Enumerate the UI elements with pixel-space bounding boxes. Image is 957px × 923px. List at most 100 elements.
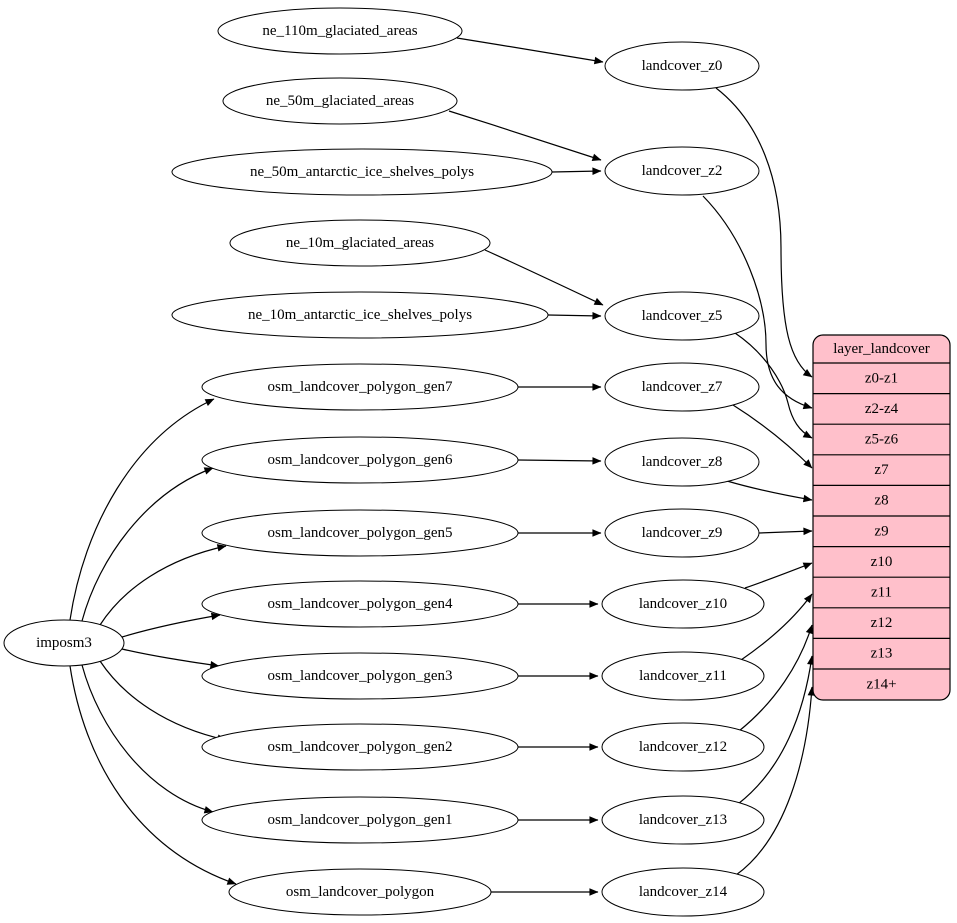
landcover_z8-ellipse: [604, 437, 760, 487]
edge-landcover_z11-to-layer_landcover:z11: [740, 593, 813, 661]
landcover_z5-label: landcover_z5: [642, 308, 723, 324]
edge-ne_10m_antarctic_ice_shelves_polys-to-landcover_z5: [547, 312, 602, 320]
layer_landcover-header-label: layer_landcover: [833, 341, 930, 357]
layer_landcover-row-z10-label: z10: [871, 554, 893, 570]
node-landcover_z9: landcover_z9: [604, 508, 760, 558]
edge-landcover_z12-to-layer_landcover:z12: [738, 624, 814, 732]
node-landcover_z11: landcover_z11: [601, 651, 765, 701]
node-landcover_z0: landcover_z0: [604, 41, 760, 91]
ne_10m_antarctic_ice_shelves_polys-ellipse: [171, 291, 549, 339]
landcover_z11-ellipse: [601, 651, 765, 701]
landcover_z8-label: landcover_z8: [642, 454, 723, 470]
imposm3-ellipse: [3, 619, 125, 667]
edge-ne_110m_glaciated_areas-to-landcover_z0: [456, 37, 604, 65]
landcover_z2-ellipse: [604, 146, 760, 196]
osm_landcover_polygon_gen5-label: osm_landcover_polygon_gen5: [268, 525, 453, 541]
node-osm_landcover_polygon_gen5: osm_landcover_polygon_gen5: [201, 509, 519, 557]
ne_10m_glaciated_areas-ellipse: [229, 219, 491, 267]
osm_landcover_polygon_gen7-label: osm_landcover_polygon_gen7: [268, 379, 453, 395]
layer_landcover-row-z11-label: z11: [871, 585, 892, 601]
edge-imposm3-to-osm_landcover_polygon: [69, 665, 237, 885]
edge-imposm3-to-osm_landcover_polygon_gen4: [121, 612, 221, 638]
edge-landcover_z9-to-layer_landcover:z9: [758, 527, 813, 536]
node-landcover_z8: landcover_z8: [604, 437, 760, 487]
osm_landcover_polygon_gen1-ellipse: [201, 796, 519, 844]
edge-imposm3-to-osm_landcover_polygon_gen7: [69, 398, 215, 621]
node-osm_landcover_polygon_gen6: osm_landcover_polygon_gen6: [201, 436, 519, 484]
node-landcover_z14: landcover_z14: [601, 867, 765, 917]
landcover_z14-label: landcover_z14: [639, 884, 728, 900]
layer_landcover-row-z0-z1-label: z0-z1: [865, 370, 898, 386]
landcover_z14-ellipse: [601, 867, 765, 917]
node-ne_50m_antarctic_ice_shelves_polys: ne_50m_antarctic_ice_shelves_polys: [171, 148, 553, 196]
node-osm_landcover_polygon: osm_landcover_polygon: [228, 868, 492, 916]
edge-imposm3-to-osm_landcover_polygon_gen2: [99, 660, 227, 742]
edge-imposm3-to-osm_landcover_polygon_gen6: [81, 467, 214, 622]
edge-landcover_z8-to-layer_landcover:z8: [726, 480, 813, 503]
osm_landcover_polygon_gen2-label: osm_landcover_polygon_gen2: [268, 739, 453, 755]
landcover_z10-label: landcover_z10: [639, 596, 727, 612]
landcover_z11-label: landcover_z11: [639, 668, 727, 684]
landcover_z0-ellipse: [604, 41, 760, 91]
edge-imposm3-to-osm_landcover_polygon_gen3: [121, 648, 220, 669]
ne_50m_antarctic_ice_shelves_polys-ellipse: [171, 148, 553, 196]
node-landcover_z13: landcover_z13: [601, 795, 765, 845]
landcover_z13-ellipse: [601, 795, 765, 845]
landcover_z13-label: landcover_z13: [639, 812, 727, 828]
ne_10m_glaciated_areas-label: ne_10m_glaciated_areas: [286, 235, 434, 251]
osm_landcover_polygon_gen6-ellipse: [201, 436, 519, 484]
node-layer_landcover: layer_landcoverz0-z1z2-z4z5-z6z7z8z9z10z…: [812, 334, 951, 701]
osm_landcover_polygon-ellipse: [228, 868, 492, 916]
node-landcover_z2: landcover_z2: [604, 146, 760, 196]
imposm3-label: imposm3: [36, 635, 92, 651]
node-ne_50m_glaciated_areas: ne_50m_glaciated_areas: [222, 77, 458, 125]
osm_landcover_polygon_gen5-ellipse: [201, 509, 519, 557]
landcover_z5-ellipse: [604, 291, 760, 341]
node-osm_landcover_polygon_gen1: osm_landcover_polygon_gen1: [201, 796, 519, 844]
landcover_z10-ellipse: [601, 579, 765, 629]
edge-imposm3-to-osm_landcover_polygon_gen1: [81, 664, 214, 814]
landcover_z7-ellipse: [604, 362, 760, 412]
ne_110m_glaciated_areas-ellipse: [217, 7, 463, 55]
layer_landcover-row-z14+-label: z14+: [866, 676, 896, 692]
landcover_z7-label: landcover_z7: [642, 379, 723, 395]
landcover_z9-ellipse: [604, 508, 760, 558]
layer_landcover-row-z5-z6-label: z5-z6: [865, 432, 899, 448]
node-landcover_z7: landcover_z7: [604, 362, 760, 412]
osm_landcover_polygon_gen3-ellipse: [201, 652, 519, 700]
node-ne_10m_antarctic_ice_shelves_polys: ne_10m_antarctic_ice_shelves_polys: [171, 291, 549, 339]
node-osm_landcover_polygon_gen2: osm_landcover_polygon_gen2: [201, 723, 519, 771]
layer_landcover-box: [812, 334, 951, 701]
layer_landcover-row-z7-label: z7: [874, 462, 889, 478]
osm_landcover_polygon-label: osm_landcover_polygon: [286, 884, 435, 900]
ne_110m_glaciated_areas-label: ne_110m_glaciated_areas: [262, 23, 417, 39]
edge-osm_landcover_polygon_gen6-to-landcover_z8: [517, 457, 602, 465]
landcover_z2-label: landcover_z2: [642, 163, 723, 179]
ne_10m_antarctic_ice_shelves_polys-label: ne_10m_antarctic_ice_shelves_polys: [248, 307, 472, 323]
layer_landcover-row-z13-label: z13: [871, 646, 893, 662]
osm_landcover_polygon_gen4-label: osm_landcover_polygon_gen4: [268, 596, 453, 612]
node-landcover_z10: landcover_z10: [601, 579, 765, 629]
edge-landcover_z13-to-layer_landcover:z13: [737, 655, 815, 805]
edge-landcover_z14-to-layer_landcover:z14+: [735, 686, 816, 876]
edge-ne_50m_glaciated_areas-to-landcover_z2: [448, 110, 602, 161]
node-ne_110m_glaciated_areas: ne_110m_glaciated_areas: [217, 7, 463, 55]
node-osm_landcover_polygon_gen7: osm_landcover_polygon_gen7: [201, 363, 519, 411]
edge-landcover_z10-to-layer_landcover:z10: [744, 562, 813, 589]
node-osm_landcover_polygon_gen4: osm_landcover_polygon_gen4: [201, 580, 519, 628]
landcover_z12-label: landcover_z12: [639, 739, 727, 755]
edge-imposm3-to-osm_landcover_polygon_gen5: [99, 544, 227, 626]
landcover_z12-ellipse: [601, 722, 765, 772]
node-landcover_z12: landcover_z12: [601, 722, 765, 772]
layer_landcover-row-z9-label: z9: [874, 523, 888, 539]
osm_landcover_polygon_gen2-ellipse: [201, 723, 519, 771]
osm_landcover_polygon_gen7-ellipse: [201, 363, 519, 411]
osm_landcover_polygon_gen6-label: osm_landcover_polygon_gen6: [268, 452, 453, 468]
osm_landcover_polygon_gen3-label: osm_landcover_polygon_gen3: [268, 668, 453, 684]
landcover_z9-label: landcover_z9: [642, 525, 723, 541]
node-landcover_z5: landcover_z5: [604, 291, 760, 341]
edge-ne_50m_antarctic_ice_shelves_polys-to-landcover_z2: [551, 167, 602, 175]
layer_landcover-row-z2-z4-label: z2-z4: [865, 401, 899, 417]
ne_50m_antarctic_ice_shelves_polys-label: ne_50m_antarctic_ice_shelves_polys: [250, 164, 474, 180]
